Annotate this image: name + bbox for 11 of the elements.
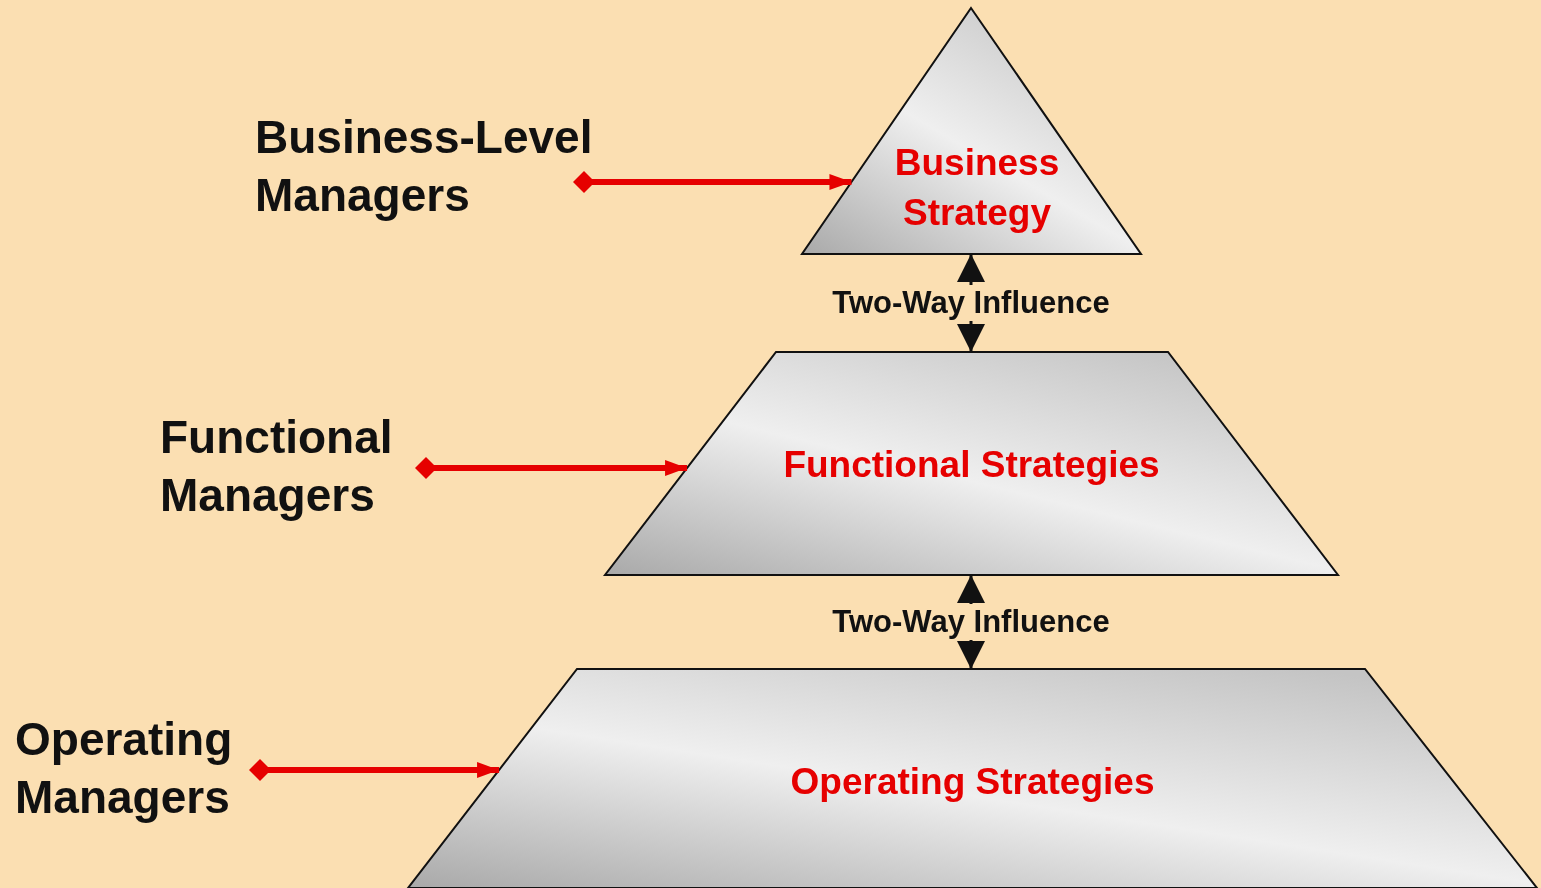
- edge-label: Two-Way Influence: [830, 604, 1112, 640]
- arrow: [415, 457, 688, 479]
- strategy-label: Business Strategy: [893, 141, 1061, 235]
- edge-label: Two-Way Influence: [830, 285, 1112, 321]
- manager-label: Functional Managers: [160, 410, 394, 523]
- manager-label: Business-Level Managers: [255, 110, 594, 223]
- strategy-label: Operating Strategies: [789, 760, 1156, 804]
- strategy-label: Functional Strategies: [782, 443, 1161, 487]
- arrow: [573, 171, 852, 193]
- arrow: [249, 759, 500, 781]
- manager-label: Operating Managers: [15, 712, 234, 825]
